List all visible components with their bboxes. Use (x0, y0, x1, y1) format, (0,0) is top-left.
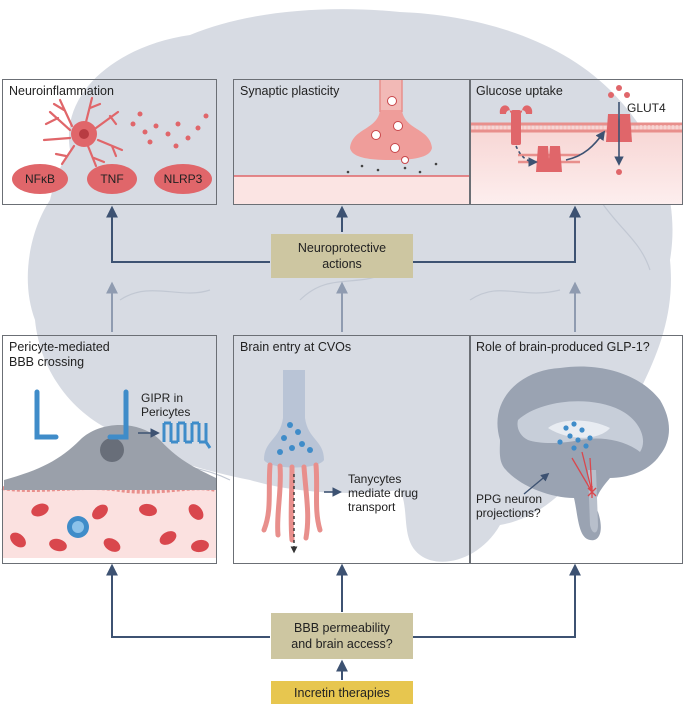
glut4-transporter-membrane-icon (606, 114, 632, 142)
panel-title-pericyte: Pericyte-mediated BBB crossing (9, 340, 110, 369)
panel-title-synaptic-plasticity: Synaptic plasticity (240, 84, 340, 98)
panel-pericyte: Pericyte-mediated BBB crossing (2, 335, 217, 564)
panel-title-glp1: Role of brain-produced GLP-1? (476, 340, 650, 354)
neuroprotective-actions-box: Neuroprotective actions (271, 234, 413, 278)
cell-membrane-glucose (470, 122, 682, 204)
gipr-receptor-icon (162, 421, 212, 449)
red-blood-cells (10, 503, 209, 553)
insulin-receptor-icon (499, 105, 533, 145)
synaptic-vesicles (371, 96, 409, 164)
bottom-connector-arrows (106, 563, 581, 680)
brain-sagittal-icon (497, 366, 669, 541)
panel-title-glucose-uptake: Glucose uptake (476, 84, 563, 98)
tnf-ellipse (87, 164, 137, 194)
glucose-translocation-arrows (515, 102, 624, 167)
postsynaptic-membrane (234, 175, 470, 204)
top-connector-arrows (106, 205, 581, 263)
bbb-permeability-box: BBB permeability and brain access? (271, 613, 413, 659)
white-blood-cell-icon (67, 516, 89, 538)
marker-nfkb: NFκB (25, 172, 55, 186)
tanycytes-label: Tanycytes mediate drug transport (348, 472, 419, 514)
panel-neuroinflammation: Neuroinflammation (2, 79, 217, 205)
tanycyte-processes (261, 462, 323, 543)
incretin-therapies-box: Incretin therapies (271, 681, 413, 704)
ppg-arrow (523, 472, 550, 495)
ppg-projection-lines (571, 451, 597, 498)
glut4-transporter-intracellular-icon (536, 146, 562, 172)
panel-glp1: Role of brain-produced GLP-1? (469, 335, 683, 564)
drug-particles (277, 422, 313, 455)
panel-title-neuroinflammation: Neuroinflammation (9, 84, 114, 98)
ppg-neuron-label: PPG neuron projections? (476, 492, 543, 520)
cytokine-particles (130, 111, 209, 149)
panel-title-cvo: Brain entry at CVOs (240, 340, 352, 354)
neurotransmitter-dots (346, 162, 438, 174)
glucose-molecules (608, 85, 630, 175)
panel-glucose-uptake: Glucose uptake (469, 79, 683, 205)
pericyte-cell-icon (4, 425, 216, 490)
tanycyte-stalk (264, 370, 324, 468)
nfkb-ellipse (12, 164, 68, 194)
panel-synaptic-plasticity: Synaptic plasticity (233, 79, 471, 205)
marker-tnf: TNF (100, 172, 124, 186)
nlrp3-ellipse (154, 164, 212, 194)
blood-brain-barrier-tubes (34, 389, 129, 440)
glut4-label: GLUT4 (627, 101, 666, 115)
glp1-neuron-dots (557, 421, 593, 451)
marker-nlrp3: NLRP3 (163, 172, 203, 186)
microglia-cell-icon (42, 96, 124, 168)
gipr-pericytes-label: GIPR in Pericytes (141, 391, 191, 419)
mid-connector-arrows-gray (106, 281, 581, 332)
panel-cvo: Brain entry at CVOs (233, 335, 471, 564)
